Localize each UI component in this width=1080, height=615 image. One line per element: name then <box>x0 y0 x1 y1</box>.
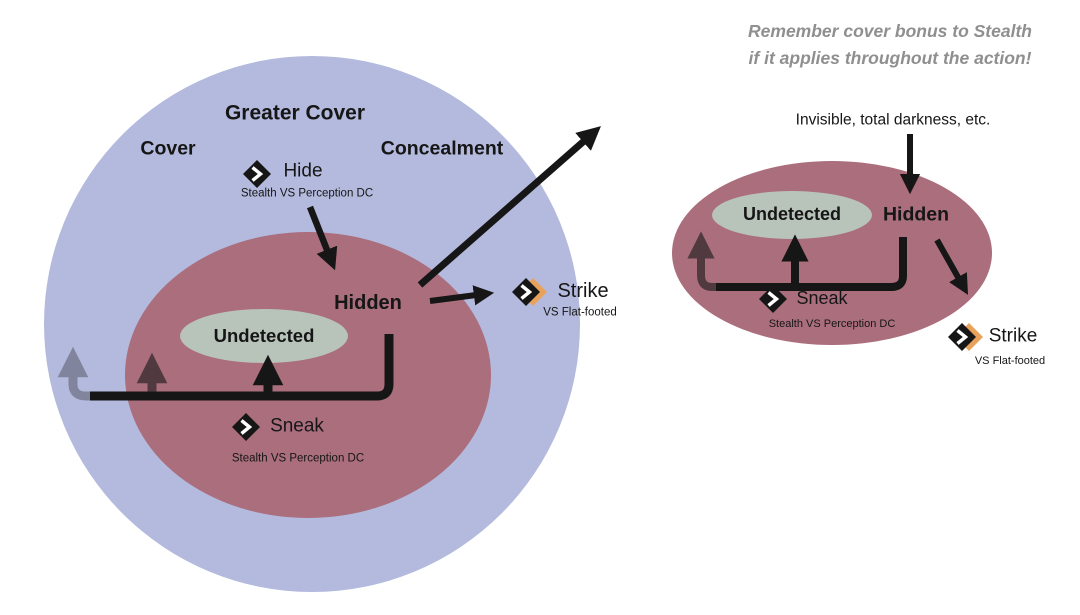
arrow-sneak-to-edge-faded-right <box>687 231 716 291</box>
sneak-action-subtitle-right: Stealth VS Perception DC <box>768 317 896 330</box>
invisible-condition-label: Invisible, total darkness, etc. <box>795 111 991 129</box>
hide-action-label: Hide <box>283 160 323 182</box>
strike-action-subtitle: VS Flat-footed <box>543 306 617 319</box>
concealment-label: Concealment <box>380 137 504 160</box>
hide-action-subtitle: Stealth VS Perception DC <box>240 187 374 200</box>
strike-action-subtitle-right: VS Flat-footed <box>974 354 1046 367</box>
strike-action-label-right: Strike <box>988 325 1038 347</box>
reminder-note-line1: Remember cover bonus to Stealth <box>748 21 1032 41</box>
cover-label: Cover <box>140 137 196 160</box>
hidden-label: Hidden <box>334 292 402 314</box>
greater-cover-label: Greater Cover <box>224 101 366 125</box>
strike-action-label: Strike <box>557 280 609 302</box>
sneak-connector-line-right <box>716 237 907 291</box>
arrow-hide-to-hidden <box>306 205 338 271</box>
sneak-action-label-right: Sneak <box>796 288 848 309</box>
arrow-sneak-to-cover-faded <box>57 346 91 401</box>
hidden-label-right: Hidden <box>882 203 950 226</box>
arrow-hidden-to-outside <box>417 126 601 288</box>
undetected-label: Undetected <box>213 324 315 346</box>
undetected-region-ellipse <box>180 309 348 363</box>
reminder-note: Remember cover bonus to Stealth if it ap… <box>748 18 1032 72</box>
arrow-hidden-to-strike-right <box>934 238 969 295</box>
strike-action-icon-right <box>946 321 985 353</box>
undetected-label-right: Undetected <box>742 204 842 225</box>
hidden-region-ellipse <box>125 232 491 518</box>
sneak-connector-line <box>90 334 394 401</box>
arrow-hidden-to-strike <box>429 285 495 306</box>
reminder-note-line2: if it applies throughout the action! <box>748 48 1032 68</box>
undetected-region-ellipse-right <box>712 191 872 239</box>
sneak-action-subtitle: Stealth VS Perception DC <box>231 452 365 465</box>
sneak-action-label: Sneak <box>270 415 324 437</box>
